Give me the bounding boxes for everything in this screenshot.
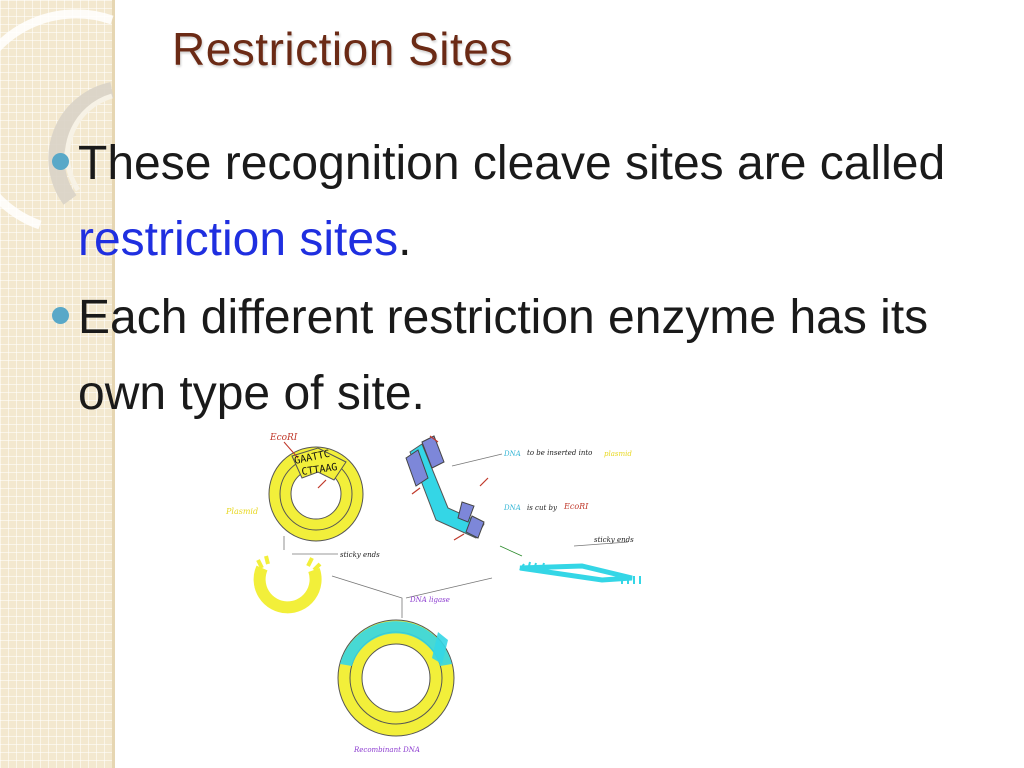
sidebar-edge — [112, 0, 115, 768]
dna-insert-word: DNA — [503, 450, 521, 458]
insert-arrow-4 — [453, 533, 465, 541]
sticky-callout-right — [573, 541, 629, 547]
bullet-text: These recognition cleave sites are calle… — [78, 137, 946, 190]
bullet-item-restriction-sites: These recognition cleave sites are calle… — [48, 126, 988, 278]
plasmid-seq-bottom: CTTAAG — [301, 462, 338, 478]
bullet-text: Each different restriction enzyme has it… — [78, 291, 929, 420]
sticky-ends-right: sticky ends — [594, 536, 634, 544]
dna-insert-text: to be inserted into — [527, 449, 592, 457]
dna-cut-enzyme: EcoRI — [563, 502, 589, 511]
ligase-arrow-right — [405, 577, 493, 599]
insert-arrow-1 — [429, 435, 439, 443]
bullet-item-enzyme-site: Each different restriction enzyme has it… — [48, 280, 988, 432]
slide-title: Restriction Sites — [172, 23, 513, 75]
green-arrow — [499, 545, 523, 557]
bullet-punct: . — [398, 213, 412, 266]
cut-arrow — [317, 479, 327, 489]
dna-cut-text: is cut by — [527, 504, 558, 512]
dna-insert-strands — [405, 435, 485, 539]
dna-cut-word: DNA — [503, 504, 521, 512]
sticky-ends-left: sticky ends — [340, 551, 380, 559]
callout-line — [451, 453, 503, 467]
insert-arrow-2 — [411, 487, 421, 495]
plasmid-ring — [268, 446, 364, 542]
bullet-icon — [52, 153, 69, 170]
ecori-label: EcoRI — [269, 433, 298, 443]
insert-arrow-3 — [479, 477, 489, 487]
plasmid-label: Plasmid — [225, 507, 258, 516]
ligase-arrow-left — [331, 575, 403, 618]
dna-insert-plasmid: plasmid — [604, 450, 632, 458]
highlight-text: restriction sites — [78, 213, 399, 266]
bullet-list: These recognition cleave sites are calle… — [48, 126, 988, 434]
recombinant-dna-diagram: EcoRI GAATTC CTTAAG Plasmid DNA to be in… — [225, 433, 641, 754]
bullet-icon — [52, 307, 69, 324]
ecori-arrow — [283, 441, 299, 459]
dna-ligase-label: DNA ligase — [409, 596, 450, 604]
cut-plasmid — [253, 555, 322, 614]
recombinant-label: Recombinant DNA — [353, 746, 420, 754]
decorative-rings — [0, 9, 114, 230]
recombinant-plasmid — [337, 619, 455, 737]
cut-dna-fragment — [519, 561, 641, 584]
